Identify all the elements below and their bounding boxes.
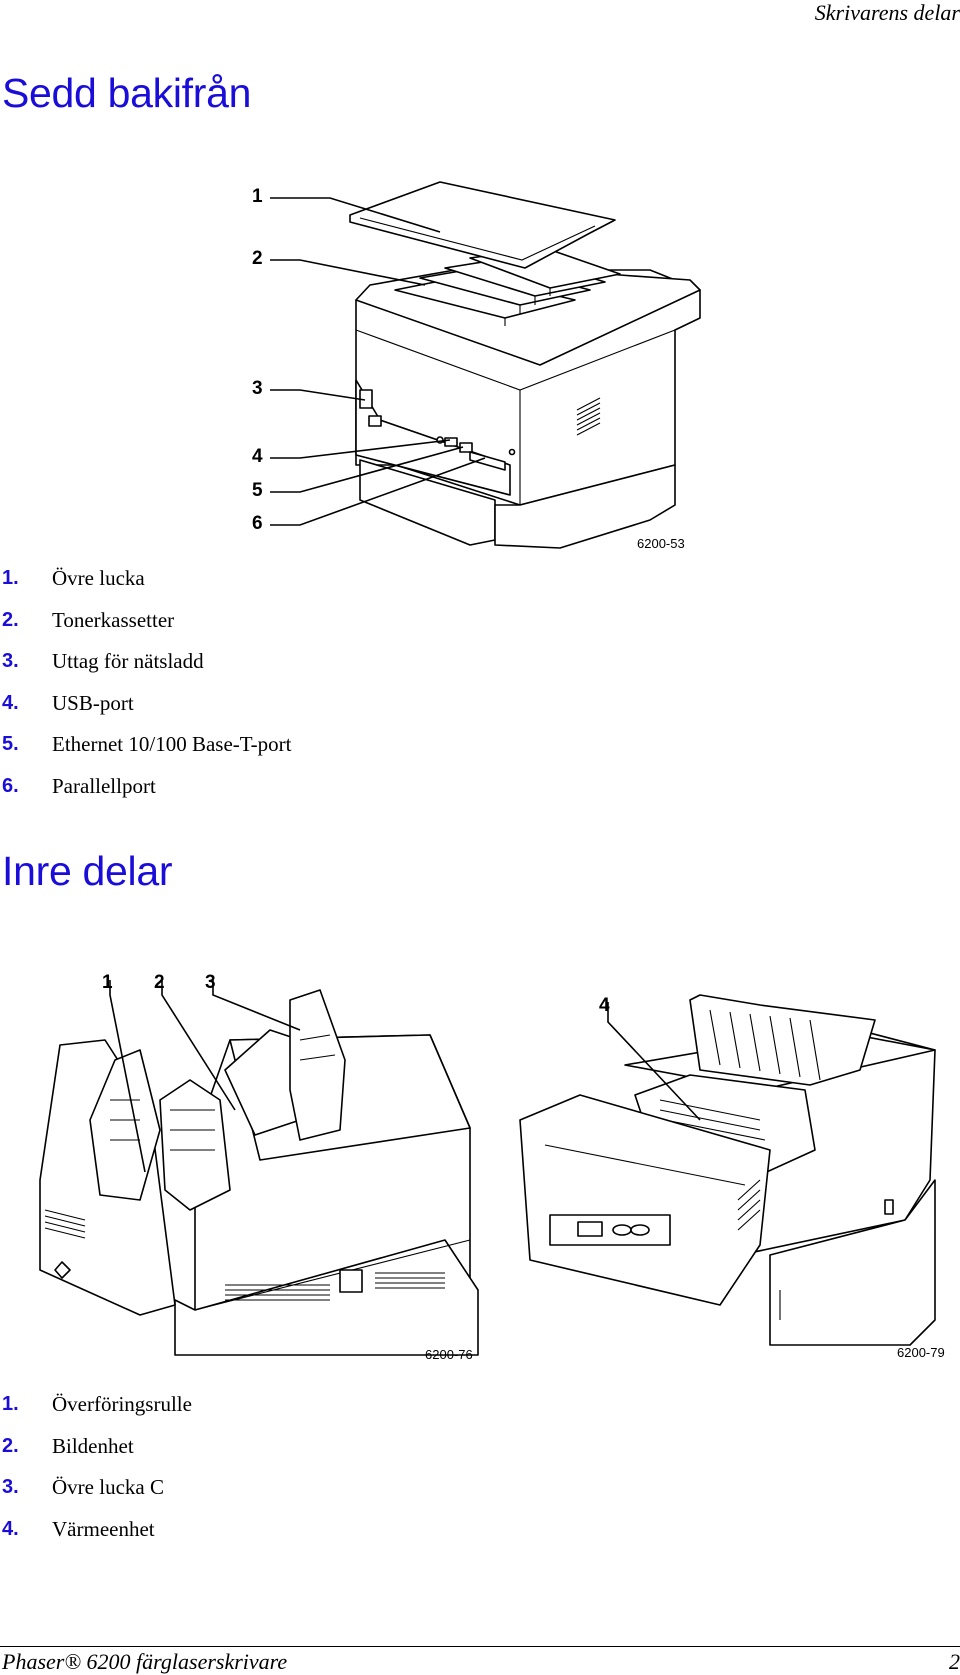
figure-code-rear: 6200-53 — [637, 536, 685, 551]
list-item: 1.Övre lucka — [2, 566, 145, 591]
callout-inner-3: 3 — [205, 972, 216, 993]
callout-inner-2: 2 — [154, 972, 165, 993]
list-item: 1.Överföringsrulle — [2, 1392, 192, 1417]
figure-code-inner-left: 6200-76 — [425, 1347, 473, 1362]
page-number: 2 — [949, 1649, 960, 1674]
list-item: 3.Uttag för nätsladd — [2, 649, 204, 674]
figure-code-inner-right: 6200-79 — [897, 1345, 945, 1360]
footer-rule — [0, 1646, 960, 1647]
callout-inner-1: 1 — [102, 972, 113, 993]
list-item: 2.Bildenhet — [2, 1433, 134, 1458]
callout-rear-5: 5 — [252, 480, 263, 501]
list-item: 4.Värmeenhet — [2, 1516, 155, 1541]
section-title-rear: Sedd bakifrån — [2, 70, 252, 116]
list-item: 5.Ethernet 10/100 Base-T-port — [2, 732, 292, 757]
section-title-inner: Inre delar — [2, 848, 173, 894]
inner-printer-illustration — [39, 980, 936, 1356]
callout-rear-1: 1 — [252, 186, 263, 207]
rear-view-figure: 1 2 3 4 5 6 6200-53 — [0, 150, 960, 560]
callout-rear-6: 6 — [252, 513, 263, 534]
list-item: 6.Parallellport — [2, 773, 156, 798]
callout-rear-2: 2 — [252, 248, 263, 269]
rear-printer-illustration — [270, 181, 701, 549]
callout-rear-4: 4 — [252, 446, 263, 467]
callout-inner-4: 4 — [599, 995, 610, 1016]
inner-parts-list: 1.Överföringsrulle 2.Bildenhet 3.Övre lu… — [2, 1384, 192, 1550]
inner-parts-figure: 1 2 3 4 6200-76 6200-79 — [0, 935, 960, 1365]
list-item: 4.USB-port — [2, 690, 134, 715]
callout-rear-3: 3 — [252, 378, 263, 399]
rear-parts-list: 1.Övre lucka 2.Tonerkassetter 3.Uttag fö… — [2, 558, 292, 807]
list-item: 3.Övre lucka C — [2, 1475, 164, 1500]
footer-title: Phaser® 6200 färglaserskrivare — [2, 1649, 288, 1674]
list-item: 2.Tonerkassetter — [2, 607, 175, 632]
running-header: Skrivarens delar — [814, 0, 960, 25]
